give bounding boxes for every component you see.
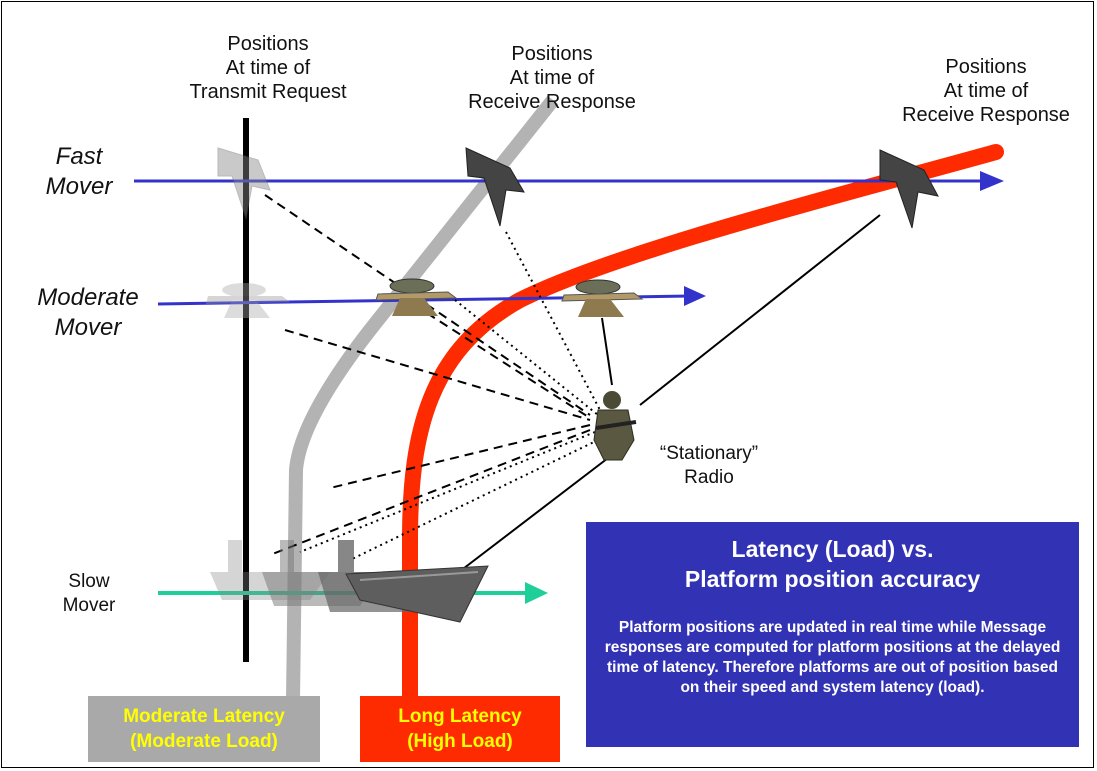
moderate-mover-ghost-aircraft-icon xyxy=(206,283,290,318)
fast-mover-far-aircraft-icon xyxy=(879,149,939,229)
transmit-positions-label: Positions At time of Transmit Request xyxy=(189,33,347,103)
latency-info-box: Latency (Load) vs. Platform position acc… xyxy=(586,522,1079,747)
moderate-latency-curve xyxy=(286,95,559,701)
moderate-mover-far-aircraft-icon xyxy=(561,279,644,317)
soldier-radio-icon xyxy=(593,391,637,461)
long-latency-legend: Long Latency (High Load) xyxy=(360,696,560,762)
receive-positions-far-label: Positions At time of Receive Response xyxy=(902,56,1070,126)
fast-mover-ghost-aircraft-icon xyxy=(217,147,271,220)
slow-mover-label: Slow Mover xyxy=(62,571,116,616)
slow-mover-ship-icon xyxy=(345,565,489,623)
stationary-radio-label: “Stationary” Radio xyxy=(659,443,759,488)
info-box-body: Platform positions are updated in real t… xyxy=(604,619,1061,696)
moderate-mover-label: Moderate Mover xyxy=(37,284,139,341)
solid-links xyxy=(454,214,881,576)
dotted-links xyxy=(299,231,601,561)
info-box-title: Latency (Load) vs. Platform position acc… xyxy=(684,536,981,592)
moderate-mover-arrowhead xyxy=(684,286,706,306)
fast-mover-arrowhead xyxy=(980,171,1004,191)
long-latency-curve xyxy=(402,144,1004,708)
fast-mover-mid-aircraft-icon xyxy=(465,147,525,227)
moderate-latency-legend: Moderate Latency (Moderate Load) xyxy=(88,696,320,762)
fast-mover-label: Fast Mover xyxy=(45,143,113,200)
receive-positions-mid-label: Positions At time of Receive Response xyxy=(468,43,636,113)
slow-mover-arrowhead xyxy=(525,582,548,604)
moderate-mover-mid-aircraft-icon xyxy=(375,278,458,316)
